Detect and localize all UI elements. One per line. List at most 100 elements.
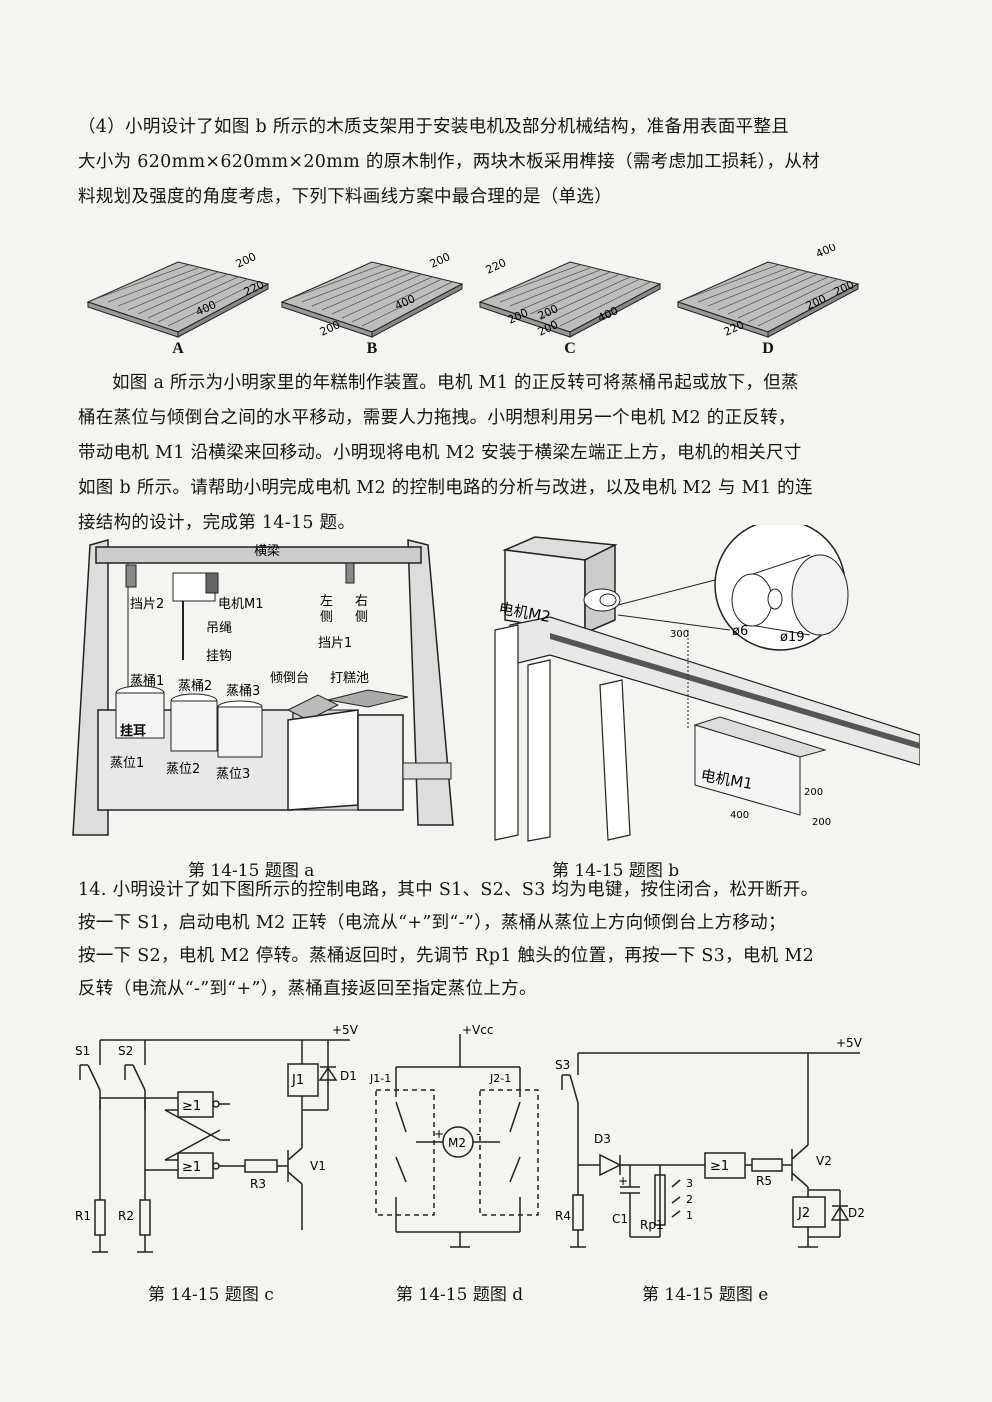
label-c1-plus: + [618,1174,628,1188]
option-label: C [564,340,576,357]
q14-line: 反转（电流从“-”到“+”），蒸桶直接返回至指定蒸位上方。 [78,979,537,999]
q4-line: 大小为 620mm×620mm×20mm 的原木制作，两块木板采用榫接（需考虑加… [78,152,820,172]
board-a-drawing: 200 220 400 [86,250,270,338]
option-d: 400 200 200 220 D [668,240,868,357]
label-rope: 吊绳 [206,621,232,636]
intro-line: 接结构的设计，完成第 14-15 题。 [78,513,356,533]
label-pool: 打糕池 [330,671,369,686]
caption-figure-a: 第 14-15 题图 a [188,861,315,881]
label-minus: - [476,1127,480,1141]
question-14-text: 14. 小明设计了如下图所示的控制电路，其中 S1、S2、S3 均为电键，按住闭… [78,874,908,1006]
figure-a: 横梁 挡片2 电机M1 左 侧 右 侧 挡片1 吊绳 挂钩 蒸桶1 蒸桶2 蒸桶… [72,539,454,836]
label-d2: D2 [848,1206,865,1220]
label-vcc: +5V [332,1023,359,1037]
option-label: A [172,340,184,357]
label-d6: ø6 [732,624,748,639]
figure-e-circuit: S3 +5V D3 ≥1 R5 V2 C1 + Rp1 3 2 1 R4 J2 … [555,1036,865,1248]
board-d-drawing: 400 200 200 220 [676,240,860,339]
label-rp1: Rp1 [640,1218,664,1232]
label-c1: C1 [612,1212,628,1226]
caption-figure-d: 第 14-15 题图 d [396,1285,524,1305]
label-j2-1: J2-1 [489,1072,511,1085]
label-vcc: +5V [836,1036,863,1050]
label-r1: R1 [75,1209,91,1223]
label-gate: ≥1 [710,1159,729,1174]
label-d1: D1 [340,1069,357,1083]
label-j1: J1 [291,1073,304,1088]
intro-line: 带动电机 M1 沿横梁来回移动。小明现将电机 M2 安装于横梁左端正上方，电机的… [78,443,802,463]
option-c: 220 200 200 200 400 C [470,244,670,357]
label-stop2: 挡片2 [130,597,164,612]
q14-line: 按一下 S1，启动电机 M2 正转（电流从“+”到“-”），蒸桶从蒸位上方向倾倒… [78,913,786,933]
label-r4: R4 [555,1209,571,1223]
label-pos3: 蒸位3 [216,767,250,782]
label-r2: R2 [118,1209,134,1223]
label-m2: M2 [448,1136,466,1150]
label-s3: S3 [555,1058,570,1072]
figure-c-circuit: S1 S2 +5V J1 D1 ≥1 ≥1 R3 V1 R1 R2 [75,1023,359,1253]
label-s2: S2 [118,1044,133,1058]
dim-label: 400 [814,244,839,261]
dim-label: 200 [234,250,259,271]
caption-figure-c: 第 14-15 题图 c [148,1285,274,1305]
label-j1-1: J1-1 [369,1072,391,1085]
label-right-side: 侧 [355,610,368,625]
label-h300: 300 [670,629,689,640]
label-left-side: 侧 [320,610,333,625]
label-d3: D3 [594,1132,611,1146]
label-tilt-table: 倾倒台 [270,671,309,686]
label-pos2: 蒸位2 [166,762,200,777]
q14-line: 14. 小明设计了如下图所示的控制电路，其中 S1、S2、S3 均为电键，按住闭… [78,880,819,900]
label-w400: 400 [730,810,749,821]
label-v1: V1 [310,1159,326,1173]
label-tap-2: 2 [686,1193,693,1206]
stop-plate-1 [345,562,355,584]
label-right: 右 [355,594,368,609]
label-ear: 挂耳 [120,723,146,739]
board-b-drawing: 200 400 200 [280,250,464,339]
caption-figure-b: 第 14-15 题图 b [552,861,680,881]
board-c-drawing: 220 200 200 200 400 [478,256,662,339]
label-w200: 200 [812,817,831,828]
stop-plate-2 [125,564,137,588]
label-hook: 挂钩 [206,649,232,664]
label-h200: 200 [804,787,823,798]
q4-line: （4）小明设计了如图 b 所示的木质支架用于安装电机及部分机械结构，准备用表面平… [78,117,790,137]
intro-text: 如图 a 所示为小明家里的年糕制作装置。电机 M1 的正反转可将蒸桶吊起或放下，… [78,366,908,541]
intro-line: 如图 a 所示为小明家里的年糕制作装置。电机 M1 的正反转可将蒸桶吊起或放下，… [112,373,799,393]
label-vcc: +Vcc [462,1023,493,1037]
label-j2: J2 [797,1206,810,1221]
label-tub2: 蒸桶2 [178,679,212,694]
label-r5: R5 [756,1174,772,1188]
option-label: B [366,340,378,357]
label-beam: 横梁 [254,544,280,559]
label-d19: ø19 [780,630,805,645]
caption-figure-e: 第 14-15 题图 e [642,1285,769,1305]
dim-label: 220 [484,256,509,277]
label-plus: + [434,1127,444,1141]
label-r3: R3 [250,1177,266,1191]
label-tub3: 蒸桶3 [226,684,260,699]
label-tub1: 蒸桶1 [130,674,164,689]
intro-line: 如图 b 所示。请帮助小明完成电机 M2 的控制电路的分析与改进，以及电机 M2… [78,478,813,498]
label-v2: V2 [816,1154,832,1168]
intro-line: 桶在蒸位与倾倒台之间的水平移动，需要人力拖拽。小明想利用另一个电机 M2 的正反… [78,408,796,428]
label-stop1: 挡片1 [318,636,352,651]
option-a: 200 220 400 A [78,244,278,357]
label-tap-3: 3 [686,1177,693,1190]
label-gate: ≥1 [182,1160,201,1175]
dim-label: 200 [428,250,453,271]
label-tap-1: 1 [686,1209,693,1222]
figure-b: 电机M2 电机M1 ø6 ø19 300 200 400 200 [494,525,920,842]
q14-line: 按一下 S2，电机 M2 停转。蒸桶返回时，先调节 Rp1 触头的位置，再按一下… [78,946,814,966]
label-left: 左 [320,594,333,609]
option-b: 200 400 200 B [272,244,472,357]
q4-line: 料规划及强度的角度考虑，下列下料画线方案中最合理的是（单选） [78,187,612,207]
question-4-text: （4）小明设计了如图 b 所示的木质支架用于安装电机及部分机械结构，准备用表面平… [78,110,908,215]
label-gate: ≥1 [182,1099,201,1114]
label-motor-m1: 电机M1 [218,597,264,612]
option-label: D [762,340,774,357]
label-pos1: 蒸位1 [110,756,144,771]
figure-d-circuit: +Vcc J1-1 J2-1 M2 + - [369,1023,539,1248]
label-s1: S1 [75,1044,90,1058]
